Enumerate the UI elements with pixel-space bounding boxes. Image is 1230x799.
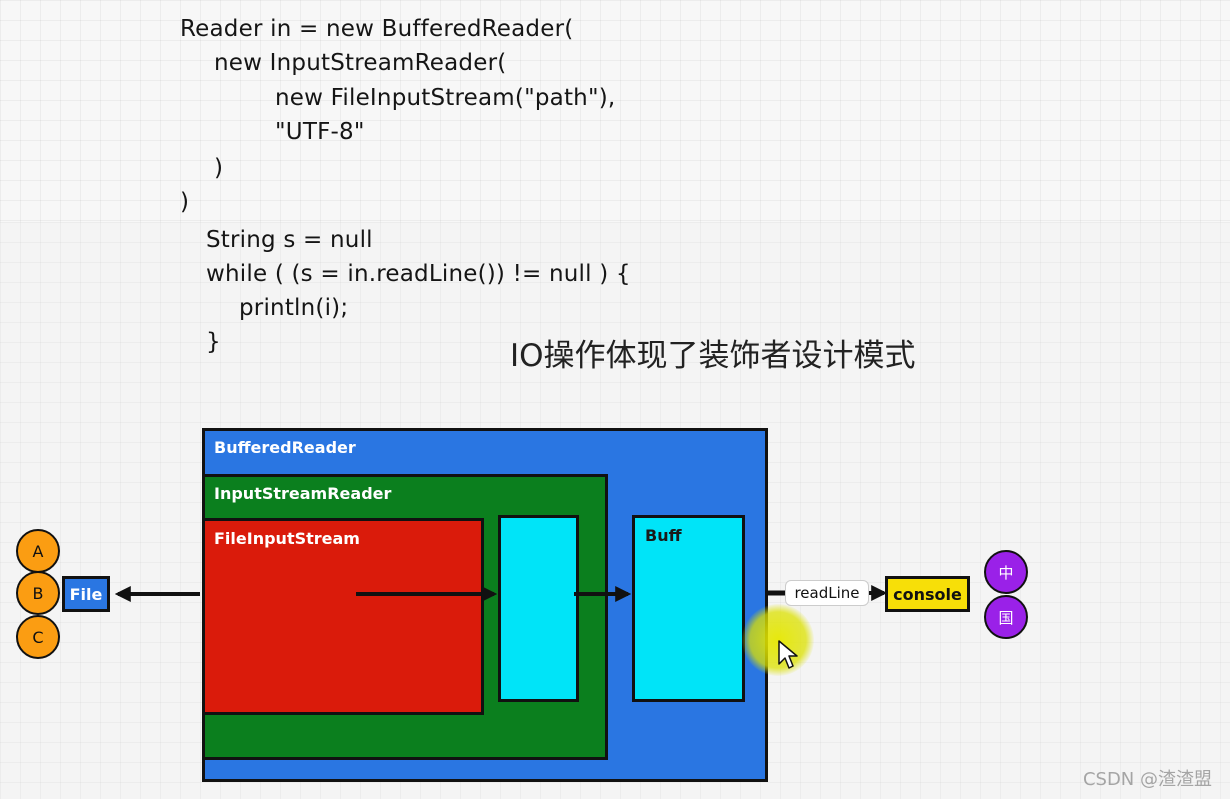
diagram-caption: IO操作体现了装饰者设计模式 bbox=[510, 338, 916, 374]
source-circle-b: B bbox=[16, 571, 60, 615]
mouse-pointer-icon bbox=[778, 640, 798, 669]
watermark: CSDN @渣渣盟 bbox=[1082, 769, 1212, 790]
code-line-5: ) bbox=[214, 155, 224, 181]
reader-buffer-box bbox=[498, 515, 579, 702]
buff-label: Buff bbox=[645, 526, 682, 545]
file-input-stream-label: FileInputStream bbox=[214, 529, 360, 548]
source-circle-c: C bbox=[16, 615, 60, 659]
code-line-1: Reader in = new BufferedReader( bbox=[180, 16, 574, 42]
buffered-reader-label: BufferedReader bbox=[214, 438, 356, 457]
output-circle-1: 中 bbox=[984, 550, 1028, 594]
code-line-7: String s = null bbox=[206, 227, 373, 253]
source-circle-a: A bbox=[16, 529, 60, 573]
code-line-6: ) bbox=[180, 189, 190, 215]
code-line-4: "UTF-8" bbox=[275, 119, 365, 145]
console-node: console bbox=[885, 576, 970, 612]
file-node: File bbox=[62, 576, 110, 612]
code-line-10: } bbox=[206, 329, 221, 355]
file-input-stream-box: FileInputStream bbox=[202, 518, 484, 715]
buff-box: Buff bbox=[632, 515, 745, 702]
cursor-highlight bbox=[742, 604, 814, 676]
code-line-8: while ( (s = in.readLine()) != null ) { bbox=[206, 261, 631, 287]
output-circle-2: 国 bbox=[984, 595, 1028, 639]
input-stream-reader-label: InputStreamReader bbox=[214, 484, 392, 503]
readline-label: readLine bbox=[785, 580, 869, 606]
code-line-3: new FileInputStream("path"), bbox=[275, 85, 616, 111]
code-line-2: new InputStreamReader( bbox=[214, 50, 507, 76]
code-line-9: println(i); bbox=[239, 295, 349, 321]
